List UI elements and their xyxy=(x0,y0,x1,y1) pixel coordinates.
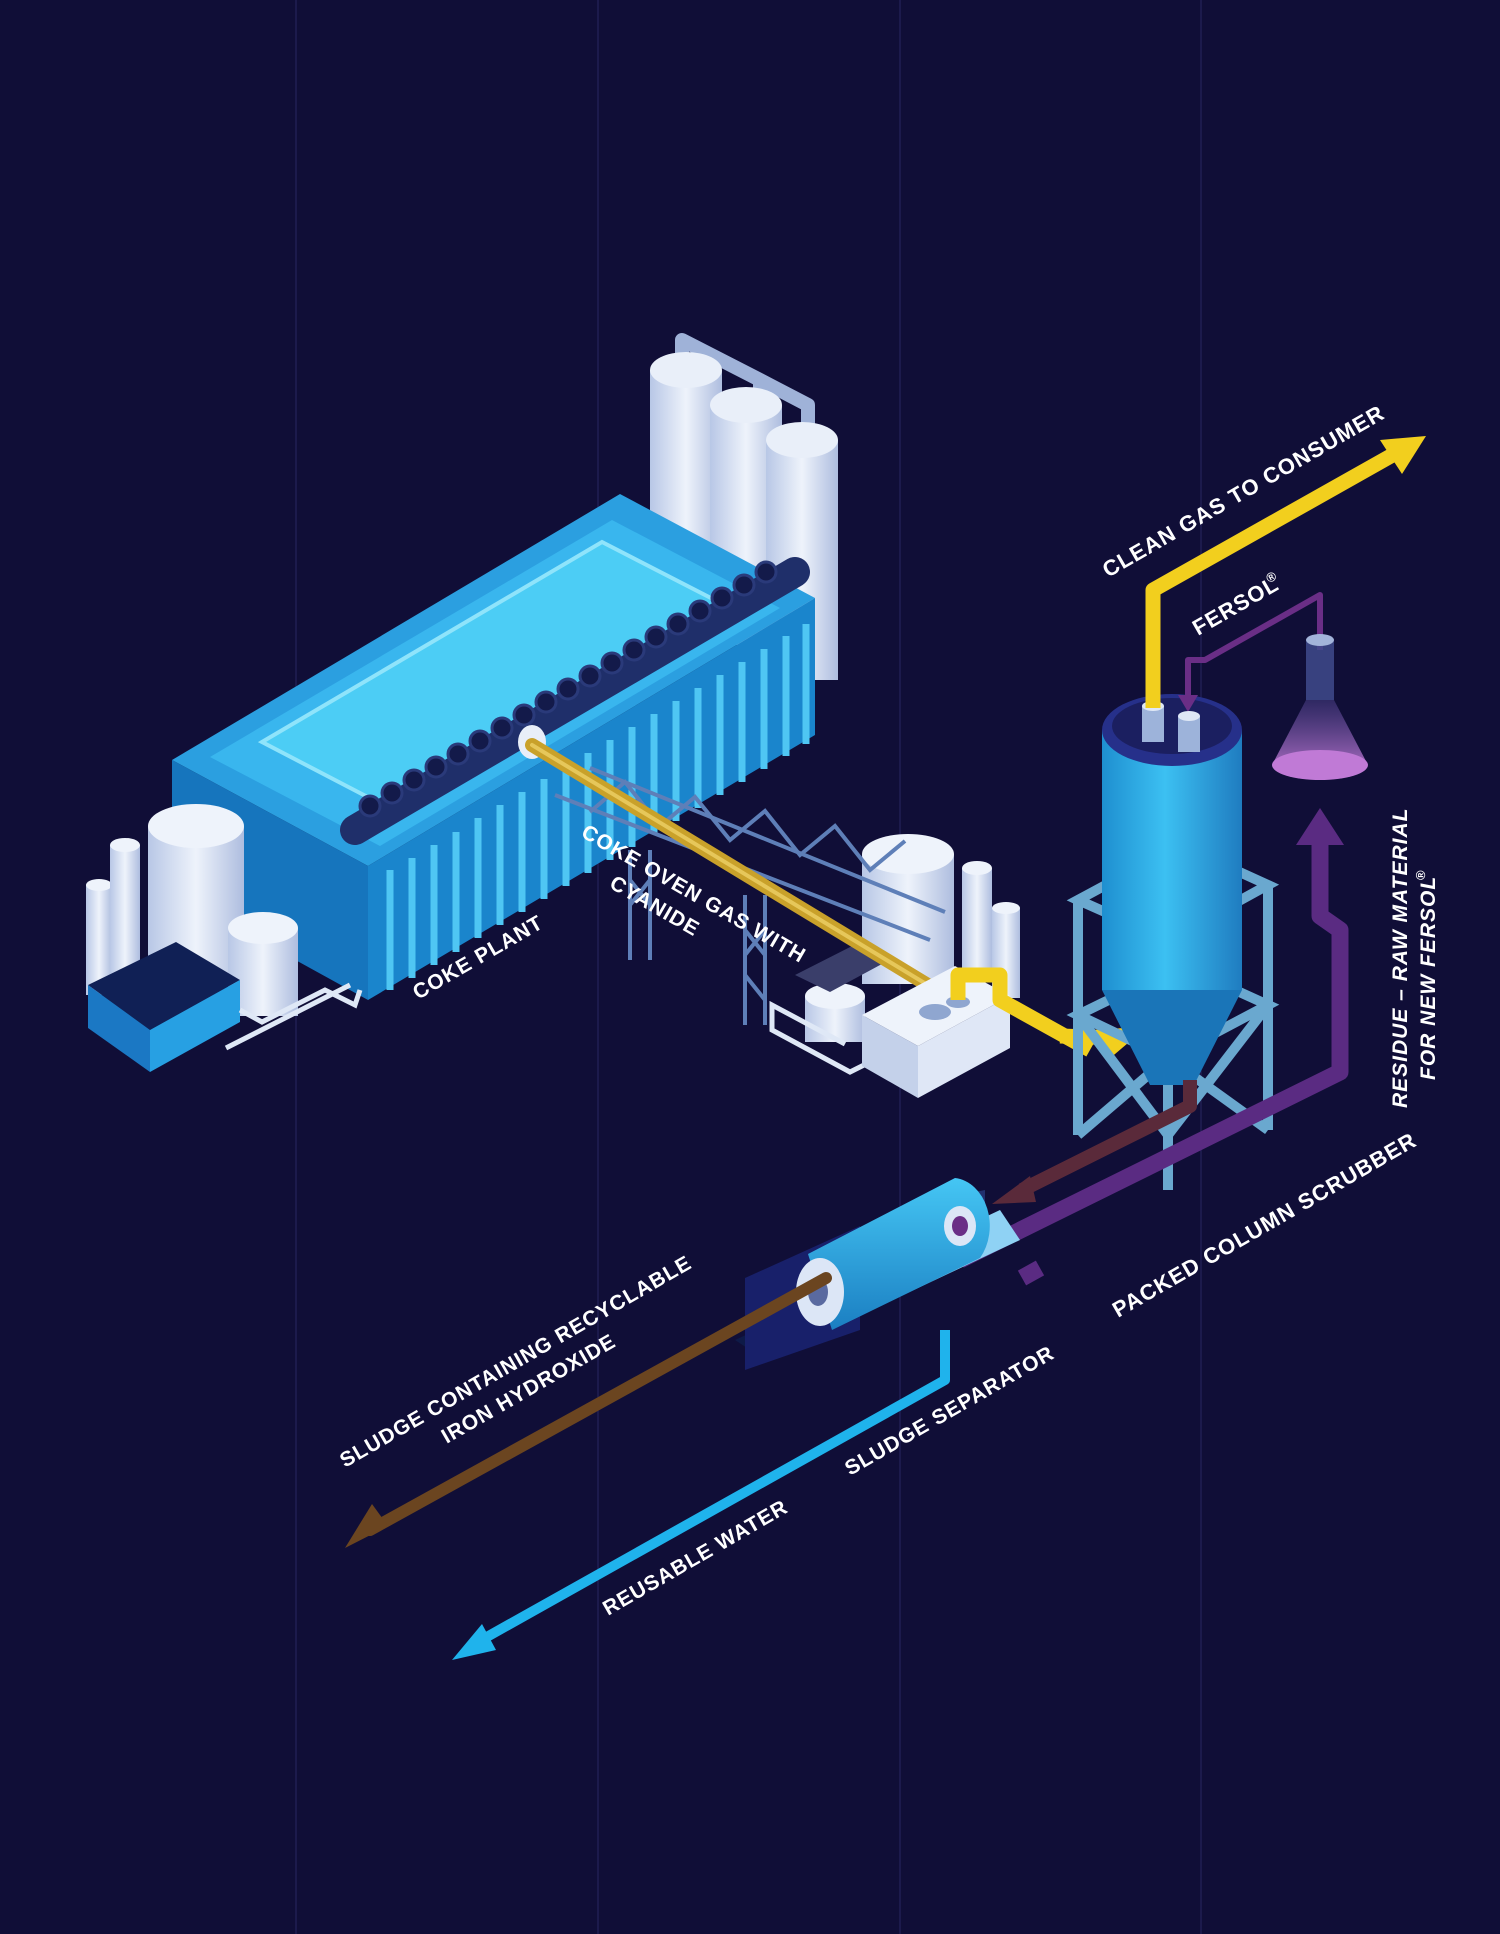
gas-treatment-unit xyxy=(862,966,1010,1098)
fersol-arrowhead xyxy=(1178,695,1198,712)
fersol-feed-line xyxy=(1185,592,1323,695)
residue-label-line2: FOR NEW FERSOL xyxy=(1417,876,1440,1080)
left-storage-tanks xyxy=(86,804,363,1072)
coke-oven-gas-pipe xyxy=(525,738,943,997)
sludge-separator-drum-icon xyxy=(735,1178,1020,1370)
residue-label-line1: RESIDUE – RAW MATERIAL xyxy=(1389,808,1412,1108)
residue-arrow xyxy=(956,808,1349,1286)
fersol-flask-icon xyxy=(1272,634,1368,780)
residue-label: RESIDUE – RAW MATERIAL FOR NEW FERSOL ® xyxy=(1389,808,1440,1108)
coke-plant-building-icon xyxy=(172,494,815,1000)
sludge-arrow xyxy=(345,1272,832,1548)
reusable-water-arrow xyxy=(452,1330,950,1660)
residue-trademark: ® xyxy=(1413,869,1428,880)
clean-gas-arrow xyxy=(1145,436,1426,708)
scrubber-sludge-line xyxy=(992,1080,1197,1204)
